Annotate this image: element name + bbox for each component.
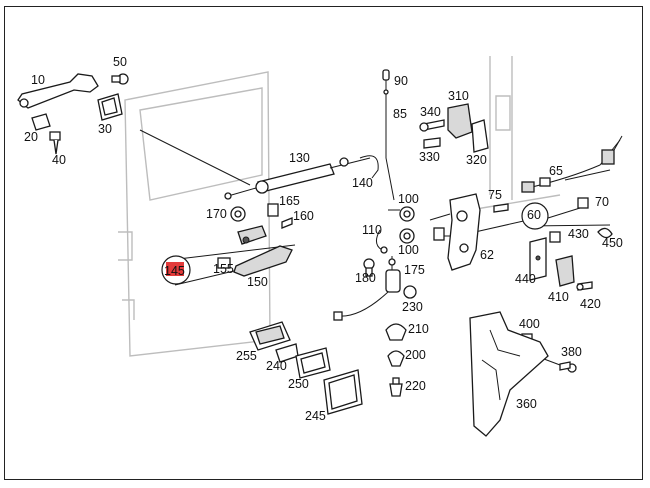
callout-c180: 180	[355, 271, 376, 285]
callout-c70: 70	[595, 195, 609, 209]
part-100-bushing-bottom	[399, 228, 415, 244]
callout-c50: 50	[113, 55, 127, 69]
part-430-clip	[549, 231, 561, 243]
part-75-screw	[493, 203, 509, 213]
part-10-outside-handle	[17, 73, 99, 109]
part-62-door-lock	[429, 193, 481, 271]
callout-c250: 250	[288, 377, 309, 391]
part-20-gasket	[31, 113, 51, 131]
part-330-bolt	[423, 137, 441, 149]
callout-c360: 360	[516, 397, 537, 411]
part-230-grommet	[403, 285, 417, 299]
part-65-wiring	[521, 135, 623, 193]
callout-c200: 200	[405, 348, 426, 362]
callout-labels: 10 20 30 40 50 90 85 310 340 330 320 130 140 65 165160…	[24, 55, 623, 423]
callout-c245: 245	[305, 409, 326, 423]
part-360-bracket-panel	[469, 311, 549, 437]
callout-c30: 30	[98, 122, 112, 136]
callout-c255: 255	[236, 349, 257, 363]
callout-c220: 220	[405, 379, 426, 393]
callout-c170: 170	[206, 207, 227, 221]
callout-c85: 85	[393, 107, 407, 121]
part-175-actuator	[333, 256, 401, 321]
callout-c65: 65	[549, 164, 563, 178]
part-255-bezel	[249, 321, 291, 351]
part-245-gasket	[323, 369, 363, 415]
callout-c62: 62	[480, 248, 494, 262]
callout-c145: 145	[164, 264, 185, 278]
part-380-screw	[559, 361, 577, 373]
callout-c330: 330	[419, 150, 440, 164]
part-140-cable	[359, 155, 379, 179]
part-210-bumper	[385, 323, 407, 341]
callout-c175: 175	[404, 263, 425, 277]
part-85-rod	[383, 80, 395, 201]
part-310-bracket	[447, 103, 473, 139]
part-30-cover	[97, 93, 123, 121]
callout-c110: 110	[362, 223, 382, 237]
callout-c380: 380	[561, 345, 582, 359]
callout-c210: 210	[408, 322, 429, 336]
callout-c400: 400	[519, 317, 540, 331]
callout-c320: 320	[466, 153, 487, 167]
callout-c130: 130	[289, 151, 310, 165]
part-70-screw	[577, 197, 589, 209]
part-320-bracket	[471, 119, 489, 153]
part-50-screw	[111, 73, 129, 85]
part-450-cap	[597, 227, 613, 239]
part-145-circle	[161, 255, 191, 285]
part-130-rod	[224, 157, 371, 200]
callout-c165: 165	[279, 194, 300, 208]
callout-c100b: 100	[398, 243, 419, 257]
diagram-border	[4, 6, 643, 480]
callout-c140: 140	[352, 176, 373, 190]
callout-c230: 230	[402, 300, 423, 314]
callout-c440: 440	[515, 272, 536, 286]
part-60-circle	[521, 202, 549, 230]
callout-c240: 240	[266, 359, 287, 373]
part-220-bumper	[389, 377, 403, 397]
callout-c450: 450	[602, 236, 623, 250]
callout-c150: 150	[247, 275, 268, 289]
callout-c410: 410	[548, 290, 569, 304]
part-180-screw	[363, 258, 375, 277]
callout-c20: 20	[24, 130, 38, 144]
part-410-wedge	[555, 255, 575, 287]
part-170-grommet	[230, 206, 246, 222]
part-440-striker	[529, 237, 547, 281]
callout-c420: 420	[580, 297, 601, 311]
callout-c340: 340	[420, 105, 441, 119]
part-420-screw	[576, 281, 593, 291]
part-90-knob	[382, 69, 390, 81]
callout-c155: 155	[213, 262, 234, 276]
callout-c310: 310	[448, 89, 469, 103]
part-100-bushing-top	[399, 206, 415, 222]
part-200-bumper	[387, 350, 405, 367]
part-160-screw	[281, 217, 293, 229]
part-40-bolt	[49, 131, 61, 155]
callout-c100a: 100	[398, 192, 419, 206]
callout-c10: 10	[31, 73, 45, 87]
callout-c75: 75	[488, 188, 502, 202]
part-155-clip	[217, 257, 231, 269]
callout-c160: 160	[293, 209, 314, 223]
callout-c90: 90	[394, 74, 408, 88]
callout-c60: 60	[527, 208, 541, 222]
part-250-gasket	[295, 347, 331, 379]
part-340-screw	[419, 119, 445, 132]
part-165-clip	[267, 203, 279, 217]
part-150-inside-handle	[233, 225, 293, 277]
part-110-link	[376, 229, 388, 254]
callout-c430: 430	[568, 227, 589, 241]
callout-c40: 40	[52, 153, 66, 167]
